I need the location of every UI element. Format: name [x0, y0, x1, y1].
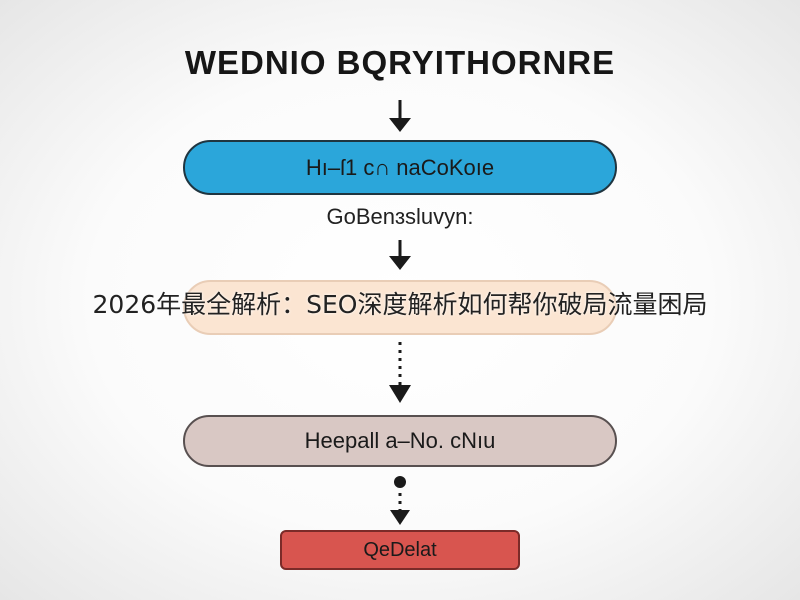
flow-step-2 — [183, 280, 617, 335]
overlay-headline: 2026年最全解析：SEO深度解析如何帮你破局流量困局 — [92, 290, 708, 319]
flow-step-4: QeDelat — [280, 530, 520, 570]
connector-label: GoBenɜsluvyn: — [326, 204, 474, 229]
connector-dot — [394, 476, 406, 488]
arrow-2-head — [389, 256, 411, 270]
flow-step-3-label: Heepall a–No. cNıu — [304, 428, 496, 453]
flow-step-1-label: Hı–ſ1 c∩ naCoKoıe — [305, 154, 495, 180]
arrow-1-head — [389, 118, 411, 132]
flow-step-4-label: QeDelat — [363, 538, 437, 561]
flow-step-1: Hı–ſ1 c∩ naCoKoıe — [183, 140, 617, 195]
arrow-3-head — [389, 385, 411, 403]
flow-step-3: Heepall a–No. cNıu — [183, 415, 617, 467]
diagram-title: WEDNIO BQRYITHORNRE — [184, 44, 616, 81]
arrow-4-head — [390, 510, 410, 525]
